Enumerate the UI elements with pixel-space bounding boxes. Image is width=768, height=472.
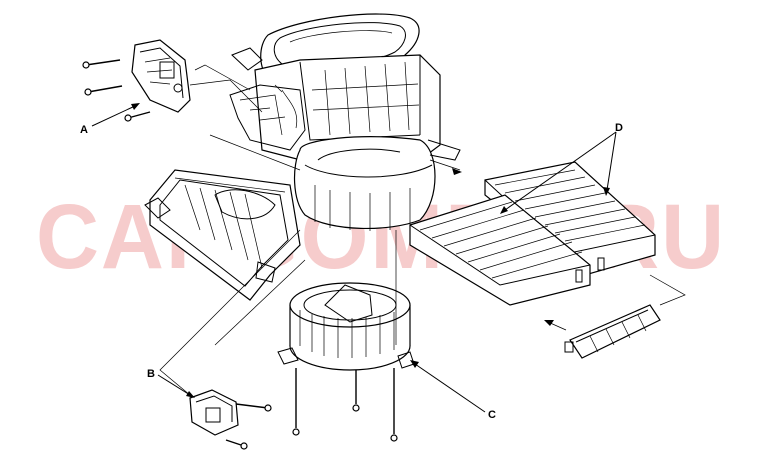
part-b-blower-resistor: [189, 389, 272, 450]
assembly-leader-lines: [159, 64, 686, 396]
part-a-actuator: [82, 39, 191, 122]
callout-label-a: A: [80, 124, 88, 136]
part-c-blower-motor: [277, 282, 415, 442]
filter-cover: [564, 304, 661, 359]
callout-label-d: D: [615, 122, 623, 134]
arrow-to-filter-slot: [452, 168, 462, 175]
callout-label-c: C: [488, 409, 496, 421]
part-d-air-filters: [409, 161, 656, 306]
arrow-to-cover: [544, 320, 554, 326]
blower-housing: [229, 13, 461, 231]
callout-arrows: [91, 103, 617, 413]
callout-label-b: B: [147, 368, 155, 380]
